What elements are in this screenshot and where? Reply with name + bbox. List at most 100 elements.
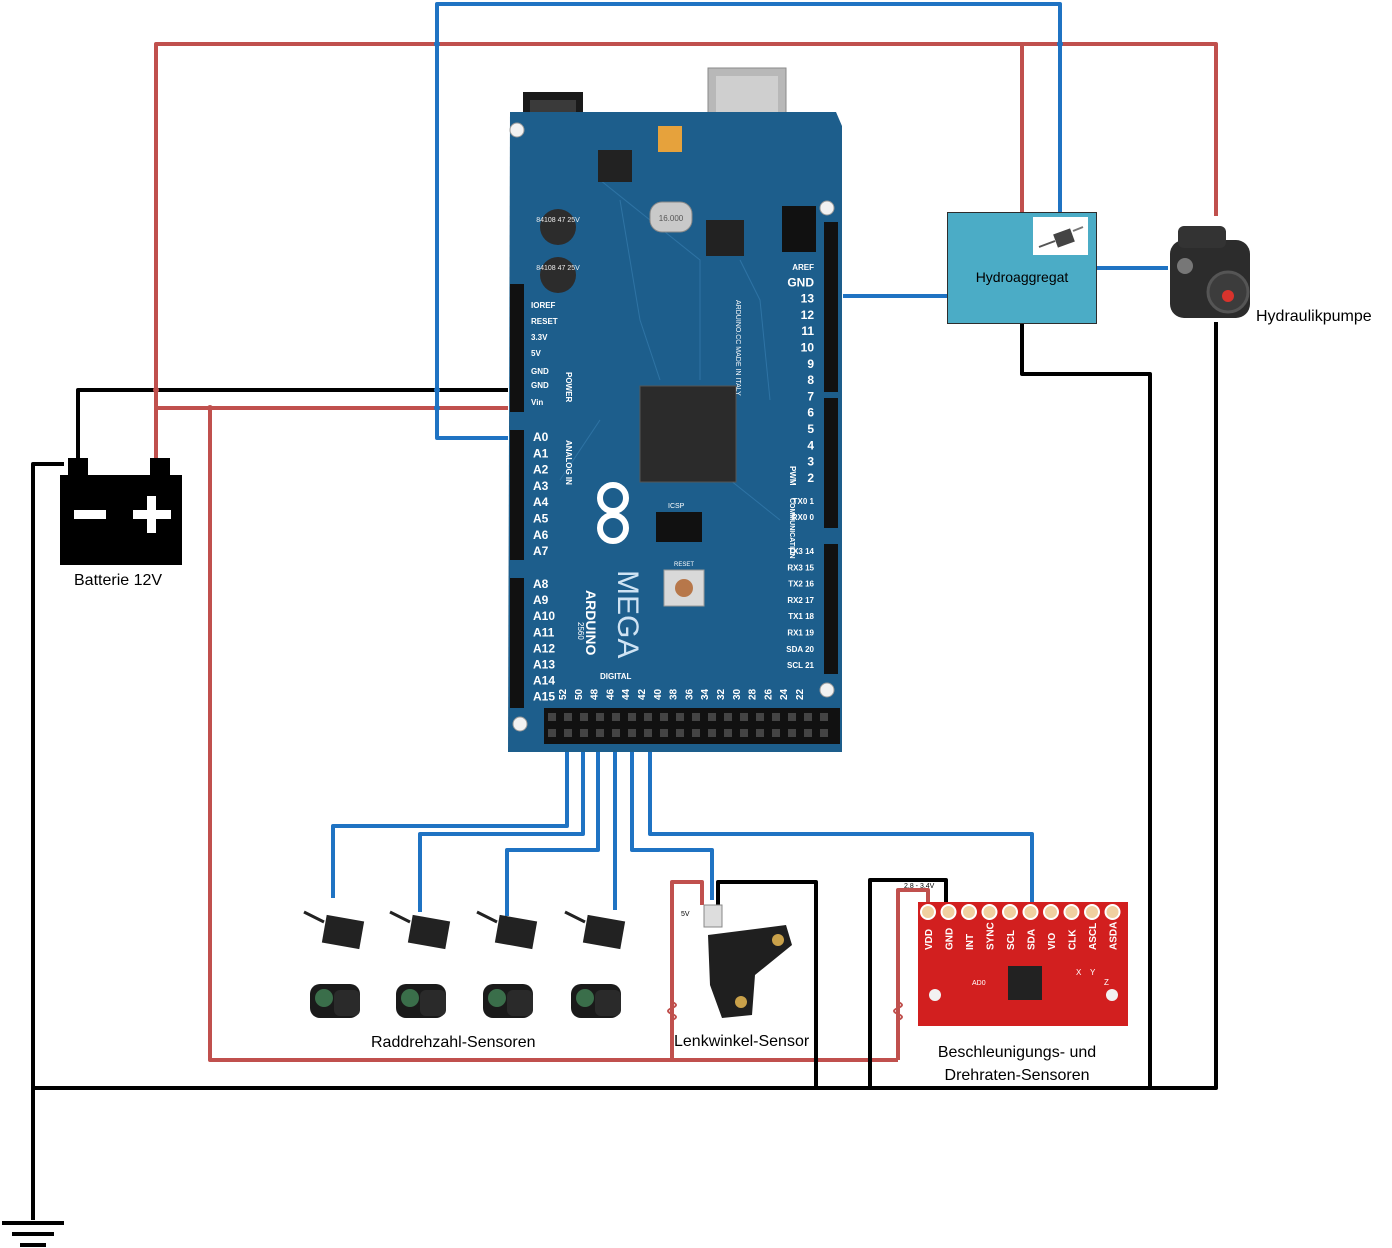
hydro-unit-label: Hydroaggregat (975, 269, 1069, 285)
bottom-pin-label: 46 (605, 688, 616, 700)
bottom-pin-label: 44 (621, 688, 632, 700)
ground-wire-steering (716, 880, 818, 1088)
pin-hole (596, 729, 604, 737)
digital-pin-label: 11 (801, 324, 814, 338)
ground-wires (31, 322, 1218, 1220)
battery-icon (60, 458, 182, 565)
pin-hole (548, 729, 556, 737)
imu-pin-label: ASCL (1088, 923, 1099, 950)
power-wire-battery-plus (154, 42, 1218, 462)
pin-hole (580, 729, 588, 737)
signal-wire-wheel-2 (418, 742, 585, 912)
pin-hole (644, 713, 652, 721)
signal-wire-imu (648, 742, 1034, 903)
pin-hole (820, 729, 828, 737)
analog-pin-label: A1 (533, 446, 549, 460)
digital-header-label: DIGITAL (600, 672, 632, 681)
pin-hole (820, 713, 828, 721)
pin-hole (564, 713, 572, 721)
imu-label-line2: Drehraten-Sensoren (944, 1067, 1090, 1084)
analog-pin-label: A0 (533, 430, 549, 444)
analog-header-1 (510, 430, 524, 560)
imu-pad (1063, 904, 1080, 920)
digital-pin-label: SCL 21 (787, 661, 815, 670)
imu-pad (920, 904, 936, 920)
imu-pad (940, 904, 957, 920)
icsp-header (656, 512, 702, 542)
imu-chip (1008, 966, 1042, 1000)
signal-wire-top-loop (435, 2, 1062, 440)
digital-pin-label: 7 (807, 389, 814, 403)
digital-header-3 (824, 544, 838, 674)
imu-pad (981, 904, 998, 920)
ground-wire-main (31, 462, 64, 1220)
analog-header-2 (510, 578, 524, 708)
analog-pin-label: A12 (533, 641, 555, 655)
ground-wire-imu (868, 878, 948, 1088)
resistor-steering (667, 1001, 677, 1021)
resistor-imu (893, 1001, 903, 1021)
bottom-pin-label: 40 (653, 688, 664, 700)
pin-hole (772, 729, 780, 737)
crystal-label: 16.000 (659, 214, 684, 223)
icsp-label: ICSP (668, 503, 685, 510)
resistors (667, 1001, 903, 1021)
pin-hole (804, 713, 812, 721)
pin-hole (676, 729, 684, 737)
pin-hole (676, 713, 684, 721)
pin-hole (788, 713, 796, 721)
wheel-sensor-group (303, 910, 626, 1018)
analog-pin-label: A13 (533, 658, 555, 672)
junction-dot (207, 405, 213, 411)
pin-hole (804, 729, 812, 737)
wheel-speed-sensor-icon (564, 910, 626, 1018)
steering-angle-sensor-icon (703, 904, 792, 1018)
pin-hole (612, 729, 620, 737)
arduino-logo-icon (597, 482, 629, 544)
pin-hole (548, 713, 556, 721)
digital-pin-label: 8 (807, 373, 814, 387)
imu-pin-label: VIO (1047, 933, 1058, 950)
pin-hole (692, 729, 700, 737)
digital-pin-label: 13 (801, 292, 815, 306)
earth-ground-icon (2, 1221, 64, 1247)
signal-wire-wheel-3 (505, 742, 600, 916)
imu-pin-label: ASDA (1109, 922, 1120, 950)
analog-pin-label: A3 (533, 479, 549, 493)
analog-pin-label: A7 (533, 544, 549, 558)
digital-pin-label: 6 (807, 406, 814, 420)
digital-pin-label: 2 (807, 471, 814, 485)
power-header (510, 284, 524, 412)
arduino-mega-board: 84108 47 25V 84108 47 25V 16.000 ICSP RE… (508, 67, 842, 752)
wheel-speed-sensor-icon (389, 910, 451, 1018)
imu-pin-label: INT (965, 934, 976, 950)
pin-hole (644, 729, 652, 737)
analog-pin-label: A6 (533, 528, 549, 542)
icsp-top (782, 206, 816, 252)
pin-hole (724, 729, 732, 737)
imu-pin-label: SCL (1006, 930, 1017, 950)
power-pin-label: RESET (531, 317, 558, 326)
pump-label: Hydraulikpumpe (1256, 308, 1372, 325)
pin-hole (788, 729, 796, 737)
battery-label: Batterie 12V (74, 572, 163, 589)
pin-hole (740, 713, 748, 721)
capacitors (540, 209, 576, 293)
digital-header-1 (824, 222, 838, 392)
analog-pin-label: A5 (533, 512, 549, 526)
imu-ad0-label: AD0 (972, 980, 986, 987)
bottom-pin-label: 50 (574, 688, 585, 700)
junction-dot (434, 41, 440, 47)
imu-pad (1084, 904, 1100, 920)
pin-hole (628, 729, 636, 737)
junction-dot (434, 387, 440, 393)
digital-pin-label: 5 (807, 422, 814, 436)
pin-hole (660, 729, 668, 737)
power-pin-label: GND (531, 381, 549, 390)
imu-pin-label: SDA (1027, 929, 1038, 950)
imu-axis-y: Y (1090, 968, 1096, 977)
analog-header-label: ANALOG IN (564, 440, 573, 485)
pin-hole (756, 729, 764, 737)
ground-wire-gnd-pin (76, 388, 508, 462)
